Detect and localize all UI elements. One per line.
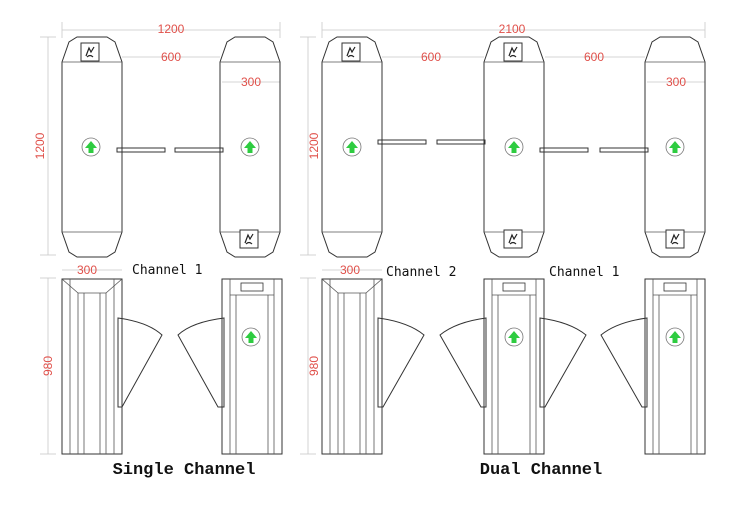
card-reader-icon [665,229,685,249]
dual-front-cabinet-left [321,278,383,455]
flap-right [174,147,224,153]
arrow-up-icon [504,327,524,347]
channel-tag: Channel 2 [386,265,456,280]
single-front-cabinet-left [61,278,123,455]
dim-front-single-height: 980 [41,356,55,376]
flap-left [539,317,587,408]
flap-left [436,139,486,145]
flap-left [117,317,163,408]
caption-dual-channel: Dual Channel [480,461,602,480]
dual-front-view: 300 980 [300,263,706,455]
dim-front-dual-width: 300 [340,263,360,277]
single-front-cabinet-right [221,278,283,455]
single-top-view: 1200 600 300 1200 [33,22,281,258]
card-reader-icon [239,229,259,249]
channel-tag: Channel 1 [549,265,619,280]
dim-dual-gap-left: 600 [421,50,441,64]
dim-single-cab: 300 [241,75,261,89]
dim-front-single-width: 300 [77,263,97,277]
card-reader-icon [503,42,523,62]
dim-dual-width: 2100 [499,22,526,36]
channel-tag: Channel 1 [132,263,202,278]
arrow-up-icon [665,137,685,157]
card-reader-icon [503,229,523,249]
flap-right [439,317,487,408]
arrow-up-icon [241,327,261,347]
dim-single-width: 1200 [158,22,185,36]
flap-right [600,317,648,408]
arrow-up-icon [342,137,362,157]
flap-right [599,147,649,153]
caption-single-channel: Single Channel [113,461,256,480]
card-reader-icon [341,42,361,62]
arrow-up-icon [665,327,685,347]
flap-left [116,147,166,153]
arrow-up-icon [81,137,101,157]
flap-left [377,139,427,145]
card-reader-icon [80,42,100,62]
arrow-up-icon [240,137,260,157]
flap-left [377,317,425,408]
dim-single-gap: 600 [161,50,181,64]
flap-right [177,317,225,408]
dim-single-height: 1200 [33,132,47,159]
arrow-up-icon [504,137,524,157]
dual-top-view: 2100 600 600 300 1200 [300,22,706,258]
flap-right [539,147,589,153]
dim-dual-height: 1200 [307,132,321,159]
dim-dual-cab: 300 [666,75,686,89]
dual-front-cabinet-right [644,278,706,455]
dual-front-cabinet-middle [483,278,545,455]
dim-front-dual-height: 980 [307,356,321,376]
single-front-view: 300 980 [40,263,283,455]
dim-dual-gap-right: 600 [584,50,604,64]
